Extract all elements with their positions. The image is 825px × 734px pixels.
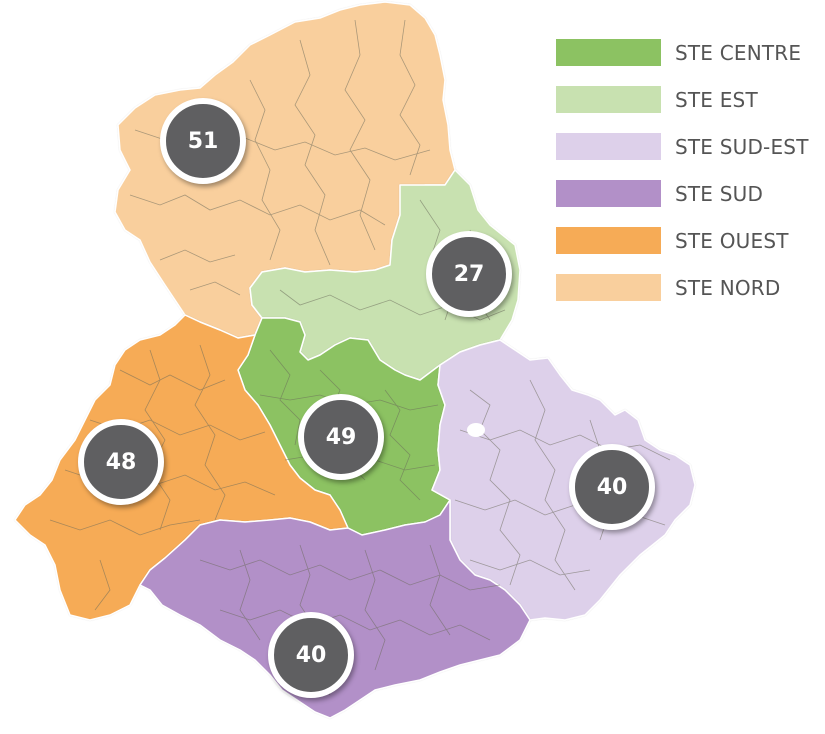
legend-swatch <box>556 180 661 207</box>
legend-swatch <box>556 86 661 113</box>
legend-label: STE SUD <box>675 181 764 206</box>
count-badge-ouest[interactable]: 48 <box>78 419 164 505</box>
legend-label: STE OUEST <box>675 228 789 253</box>
legend-swatch <box>556 39 661 66</box>
region-sud[interactable] <box>139 499 531 719</box>
legend-item: STE CENTRE <box>556 34 809 71</box>
legend: STE CENTRE STE EST STE SUD-EST STE SUD S… <box>556 34 809 316</box>
count-badge-est[interactable]: 27 <box>426 231 512 317</box>
legend-swatch <box>556 274 661 301</box>
legend-label: STE EST <box>675 87 758 112</box>
lake <box>467 423 485 437</box>
legend-swatch <box>556 133 661 160</box>
legend-item: STE NORD <box>556 269 809 306</box>
count-badge-nord[interactable]: 51 <box>160 98 246 184</box>
count-badge-sud-est[interactable]: 40 <box>569 444 655 530</box>
legend-label: STE NORD <box>675 275 781 300</box>
legend-item: STE SUD <box>556 175 809 212</box>
count-badge-centre[interactable]: 49 <box>298 394 384 480</box>
legend-item: STE OUEST <box>556 222 809 259</box>
legend-label: STE SUD-EST <box>675 134 809 159</box>
legend-label: STE CENTRE <box>675 40 802 65</box>
count-badge-sud[interactable]: 40 <box>268 612 354 698</box>
legend-item: STE EST <box>556 81 809 118</box>
legend-item: STE SUD-EST <box>556 128 809 165</box>
legend-swatch <box>556 227 661 254</box>
